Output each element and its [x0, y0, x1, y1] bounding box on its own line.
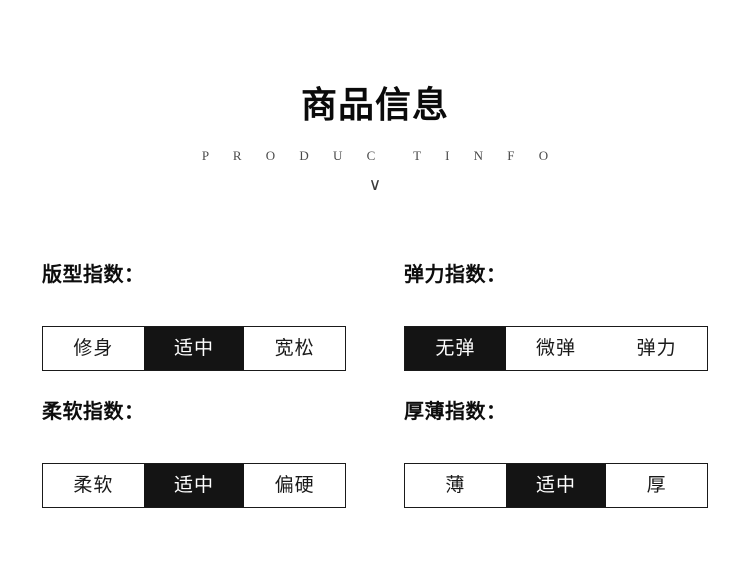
segment-option[interactable]: 薄: [405, 464, 506, 507]
segment-option[interactable]: 弹力: [606, 327, 708, 370]
page-subtitle: P R O D U C T I N F O: [201, 148, 559, 163]
index-group-elasticity: 弹力指数： 无弹 微弹 弹力: [404, 262, 708, 371]
segment-option-selected[interactable]: 适中: [505, 464, 607, 507]
segment-option[interactable]: 偏硬: [244, 464, 346, 507]
chevron-down-icon: ∨: [368, 175, 382, 194]
segment-option[interactable]: 柔软: [43, 464, 144, 507]
page-title: 商品信息: [300, 84, 449, 125]
segmented-control-thickness[interactable]: 薄 适中 厚: [404, 463, 708, 508]
index-group-softness: 柔软指数： 柔软 适中 偏硬: [42, 399, 346, 508]
segmented-control-softness[interactable]: 柔软 适中 偏硬: [42, 463, 346, 508]
segmented-control-fit[interactable]: 修身 适中 宽松: [42, 326, 346, 371]
segment-option-selected[interactable]: 适中: [143, 327, 245, 370]
index-group-label: 柔软指数：: [42, 401, 145, 423]
index-group-label: 版型指数：: [42, 264, 145, 286]
index-group-fit: 版型指数： 修身 适中 宽松: [42, 262, 346, 371]
index-group-label: 厚薄指数：: [404, 401, 507, 423]
segmented-control-elasticity[interactable]: 无弹 微弹 弹力: [404, 326, 708, 371]
segment-option-selected[interactable]: 适中: [143, 464, 245, 507]
segment-option[interactable]: 宽松: [244, 327, 346, 370]
segment-option[interactable]: 微弹: [505, 327, 607, 370]
segment-option-selected[interactable]: 无弹: [405, 327, 506, 370]
index-group-label: 弹力指数：: [404, 264, 507, 286]
segment-option[interactable]: 修身: [43, 327, 144, 370]
segment-option[interactable]: 厚: [606, 464, 708, 507]
index-group-thickness: 厚薄指数： 薄 适中 厚: [404, 399, 708, 508]
